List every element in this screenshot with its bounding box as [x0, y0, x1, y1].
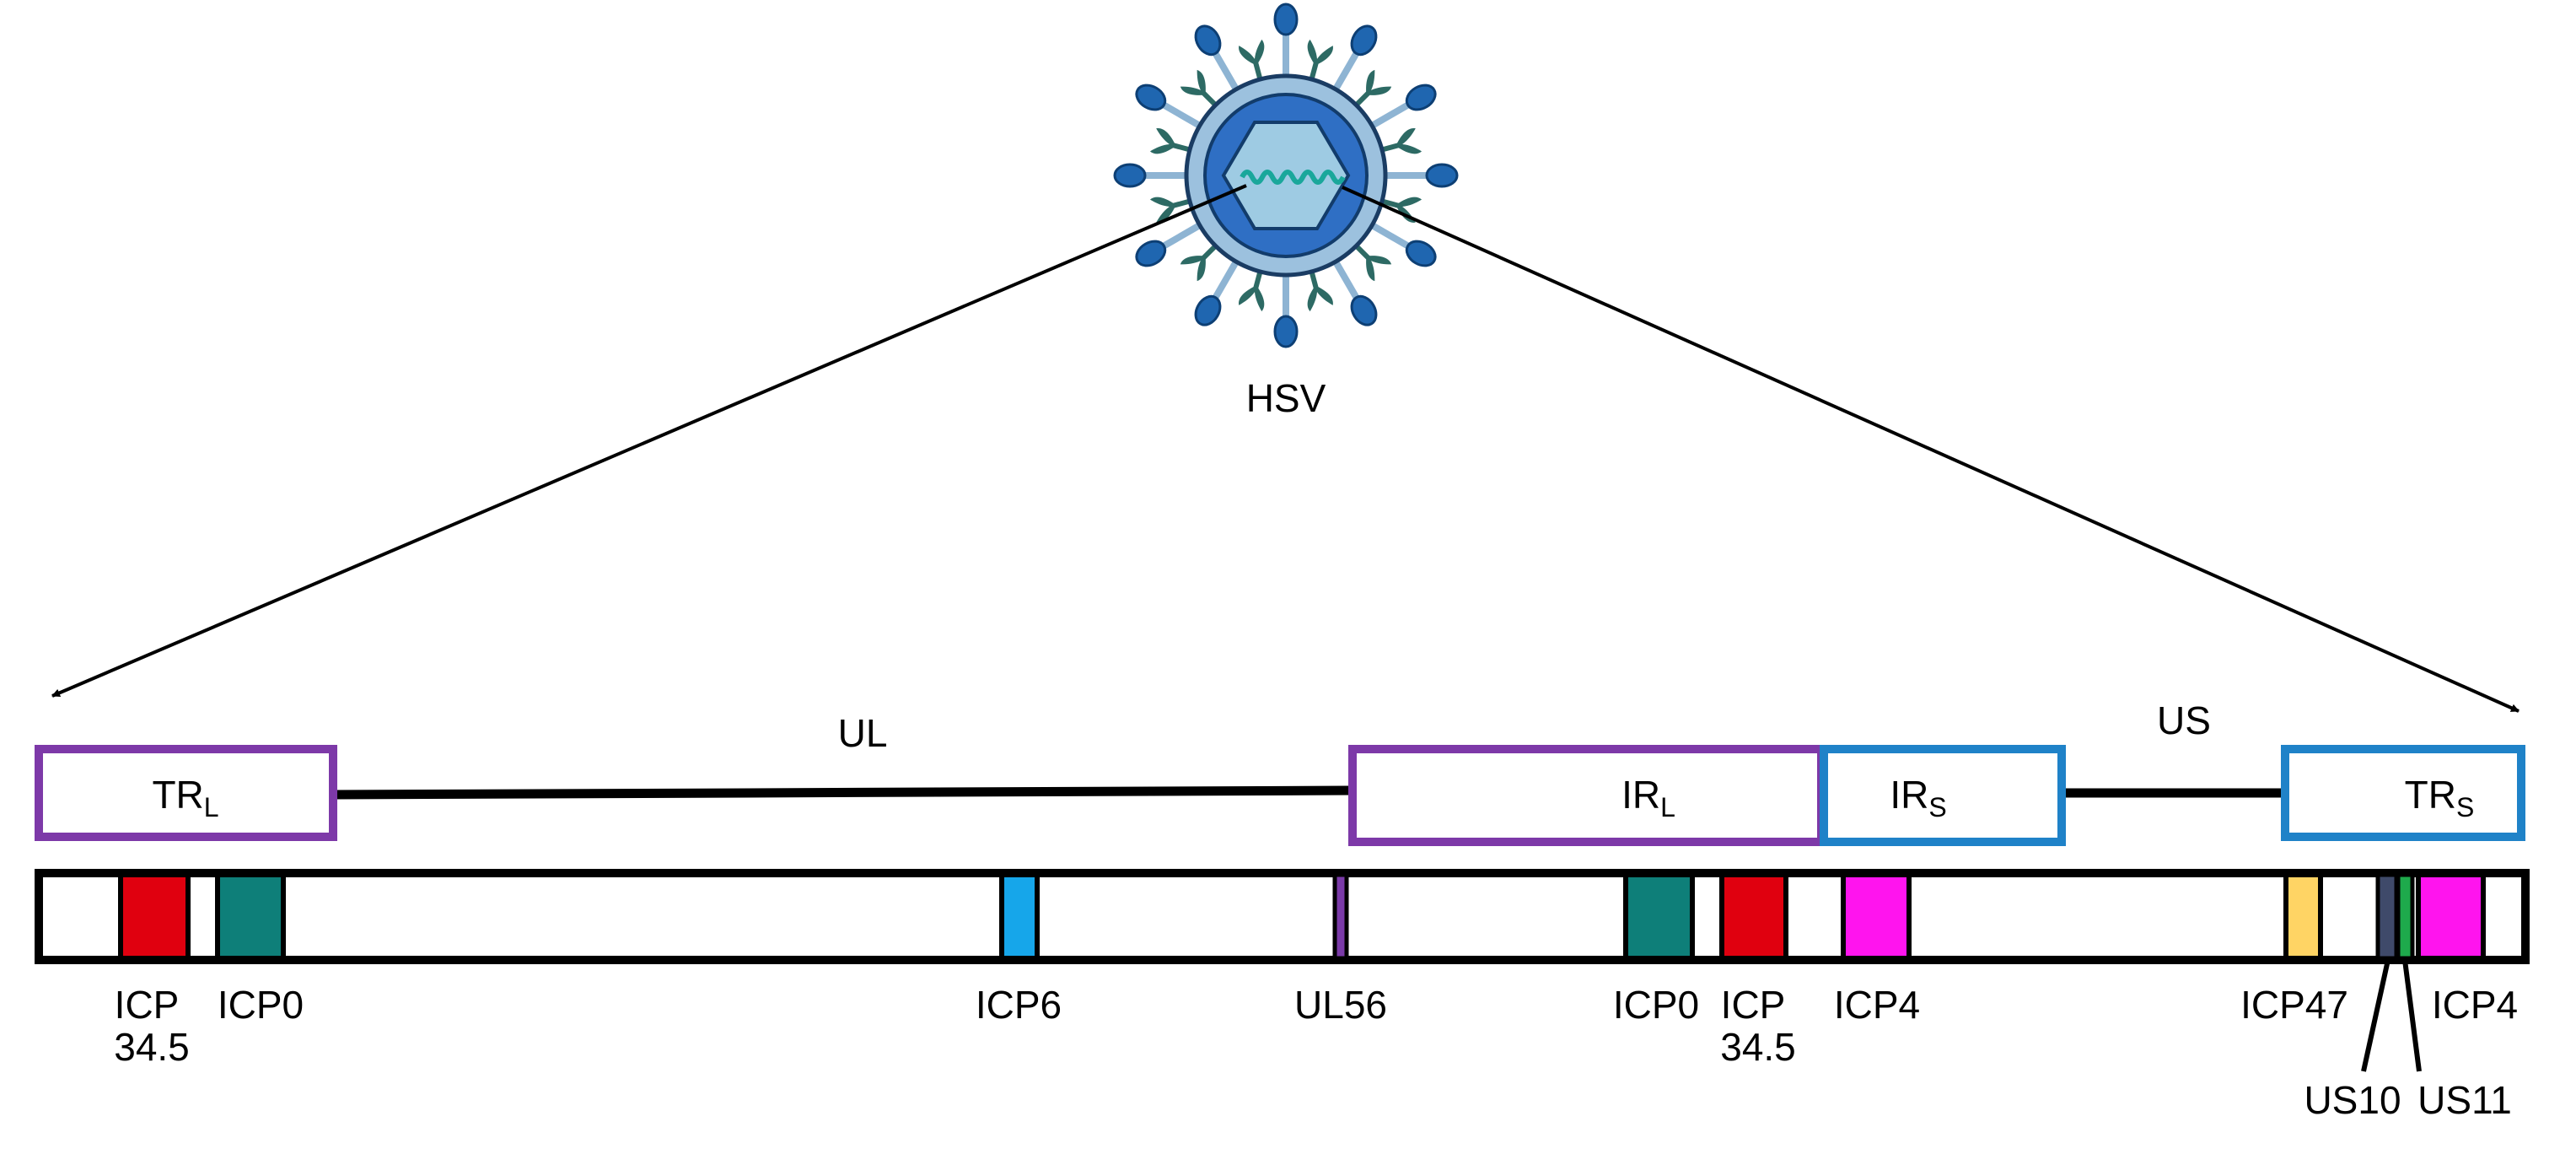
trl-region-box [35, 745, 337, 841]
right-expansion-arrow [1342, 186, 2520, 713]
hsv-virion: HSV [1115, 4, 1457, 420]
envelope-spike [1383, 164, 1457, 186]
icp4-right-gene [2416, 872, 2486, 961]
us11-leader-line [2402, 959, 2422, 1072]
us10-leader-line [2361, 959, 2390, 1072]
icp6-label: ICP6 [976, 983, 1062, 1027]
us11-gene [2396, 872, 2415, 961]
icp47-gene [2283, 872, 2323, 961]
icp47-label: ICP47 [2240, 983, 2348, 1027]
irl-label: IRL [1621, 773, 1675, 822]
us-region-label: US [2157, 698, 2211, 742]
ul56-label: UL56 [1294, 983, 1387, 1027]
irs-label: IRS [1890, 773, 1946, 822]
icp0-right-gene [1623, 872, 1695, 961]
icp4-left-gene [1841, 872, 1912, 961]
genome-region-map: UL US TRL IRL IRS TRS [35, 698, 2525, 846]
ul-backbone-line [334, 785, 1352, 800]
icp0-left-label: ICP0 [218, 983, 304, 1027]
envelope-spike [1275, 4, 1297, 78]
us11-label: US11 [2417, 1078, 2512, 1122]
envelope-spike [1115, 164, 1189, 186]
icp6-gene [999, 872, 1040, 961]
icp4-left-label: ICP4 [1834, 983, 1920, 1027]
us10-gene [2375, 872, 2399, 961]
irl-region-box [1348, 745, 1826, 846]
icp0-left-gene [215, 872, 286, 961]
irs-region-box [1820, 745, 2066, 846]
icp345-right-label: ICP 34.5 [1720, 983, 1796, 1069]
left-expansion-arrow [51, 184, 1247, 698]
viral-dna-icon [1240, 170, 1346, 185]
icp345-right-gene [1719, 872, 1788, 961]
trl-label: TRL [152, 773, 218, 822]
trs-label: TRS [2405, 773, 2475, 822]
virus-label: HSV [1246, 376, 1326, 420]
gene-labels: ICP 34.5 ICP0 ICP6 UL56 ICP0 ICP 34.5 IC… [114, 983, 2518, 1122]
trs-region-box [2281, 745, 2525, 841]
ul-region-label: UL [838, 711, 888, 755]
gene-map [35, 869, 2530, 1072]
us10-label: US10 [2304, 1078, 2401, 1122]
ul56-gene [1332, 872, 1349, 961]
envelope-spike [1275, 272, 1297, 347]
icp345-left-label: ICP 34.5 [114, 983, 190, 1069]
genome-bar [35, 869, 2530, 964]
icp345-left-gene [118, 872, 191, 961]
icp0-right-label: ICP0 [1613, 983, 1699, 1027]
icp4-right-label: ICP4 [2432, 983, 2518, 1027]
